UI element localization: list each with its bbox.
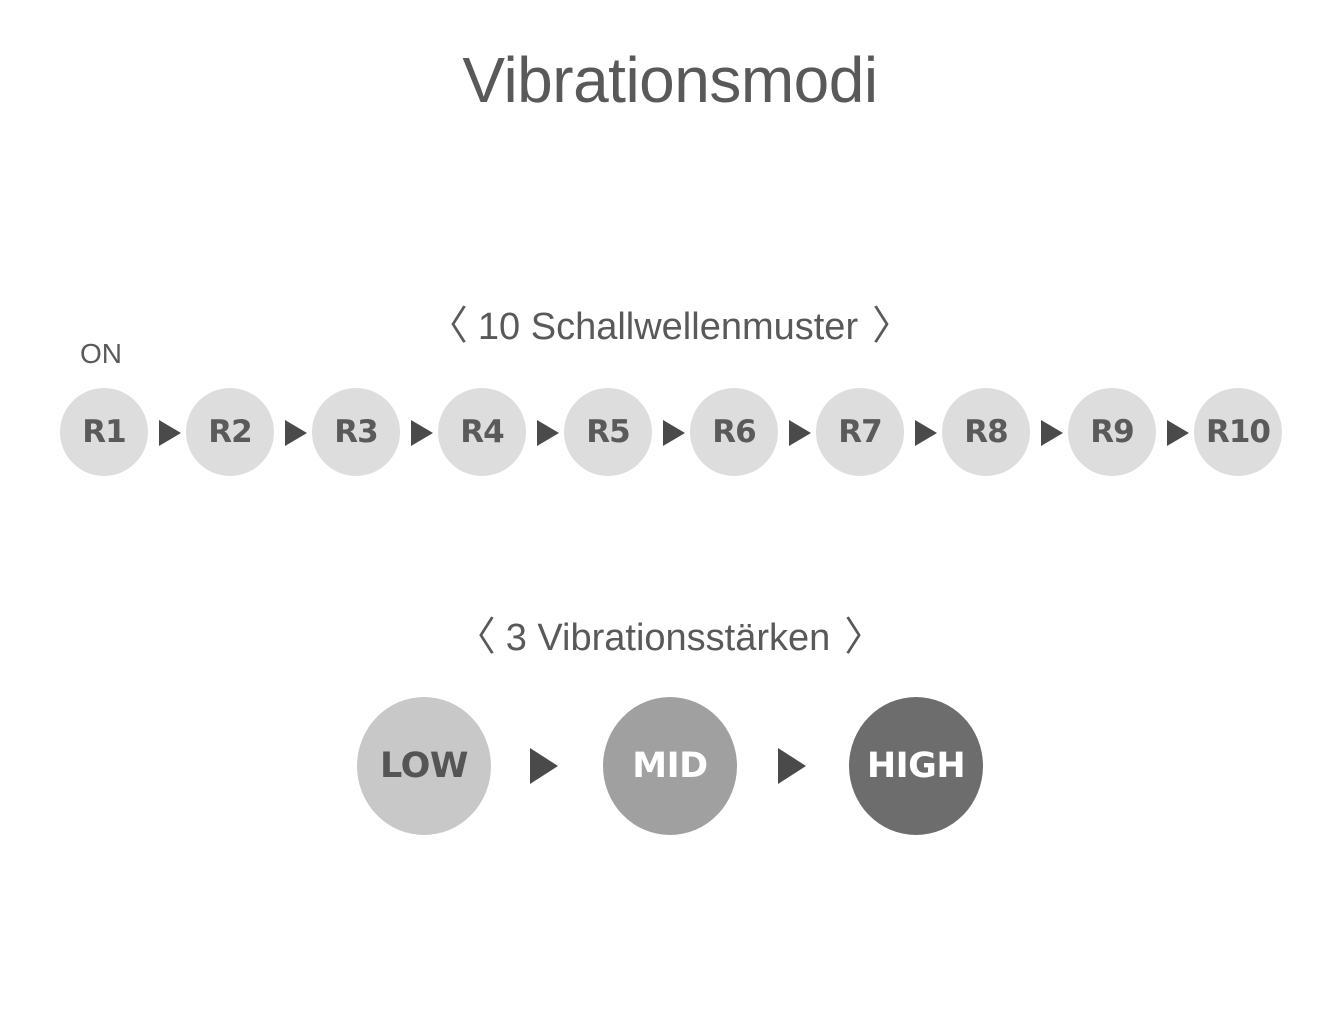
left-bracket-icon: 〈 xyxy=(455,615,496,659)
left-bracket-icon: 〈 xyxy=(427,304,468,348)
arrow-right-icon xyxy=(537,420,559,446)
level-high: HIGH xyxy=(849,697,983,835)
arrow-right-icon xyxy=(285,420,307,446)
pattern-mode-r6: R6 xyxy=(690,388,778,476)
pattern-mode-r2: R2 xyxy=(186,388,274,476)
arrow-right-icon xyxy=(915,420,937,446)
right-bracket-icon: 〉 xyxy=(844,615,885,659)
arrow-right-icon xyxy=(789,420,811,446)
levels-heading-text: 3 Vibrationsstärken xyxy=(505,617,831,659)
arrow-right-icon xyxy=(411,420,433,446)
levels-heading: 〈3 Vibrationsstärken 〉 xyxy=(0,613,1340,662)
pattern-mode-r10: R10 xyxy=(1194,388,1282,476)
right-bracket-icon: 〉 xyxy=(872,304,913,348)
level-mid: MID xyxy=(603,697,737,835)
arrow-right-icon xyxy=(159,420,181,446)
arrow-right-icon xyxy=(530,748,558,784)
on-label: ON xyxy=(80,338,122,369)
pattern-mode-r1: R1 xyxy=(60,388,148,476)
pattern-mode-r4: R4 xyxy=(438,388,526,476)
arrow-right-icon xyxy=(663,420,685,446)
pattern-mode-r7: R7 xyxy=(816,388,904,476)
page-title: Vibrationsmodi xyxy=(462,44,878,116)
arrow-right-icon xyxy=(778,748,806,784)
arrow-right-icon xyxy=(1041,420,1063,446)
pattern-mode-r8: R8 xyxy=(942,388,1030,476)
arrow-right-icon xyxy=(1167,420,1189,446)
pattern-mode-r9: R9 xyxy=(1068,388,1156,476)
patterns-heading: 〈10 Schallwellenmuster 〉 xyxy=(0,302,1340,351)
level-low: LOW xyxy=(357,697,491,835)
pattern-mode-r5: R5 xyxy=(564,388,652,476)
patterns-heading-text: 10 Schallwellenmuster xyxy=(477,306,859,348)
pattern-mode-r3: R3 xyxy=(312,388,400,476)
